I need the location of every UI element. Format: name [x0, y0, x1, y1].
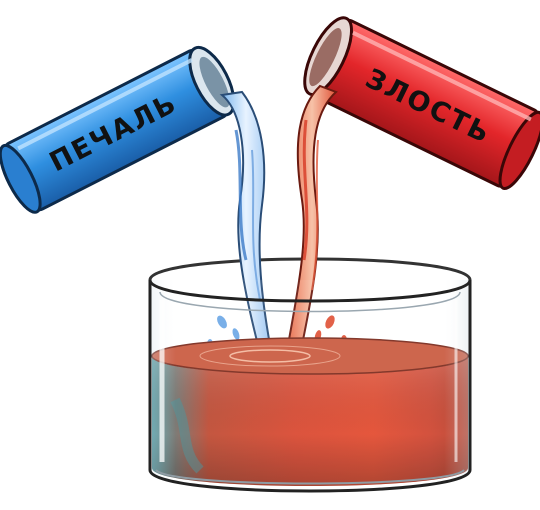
- right-can: ЗЛОСТЬ: [303, 16, 540, 191]
- left-can: ПЕЧАЛЬ: [0, 45, 236, 214]
- glass: [148, 279, 472, 493]
